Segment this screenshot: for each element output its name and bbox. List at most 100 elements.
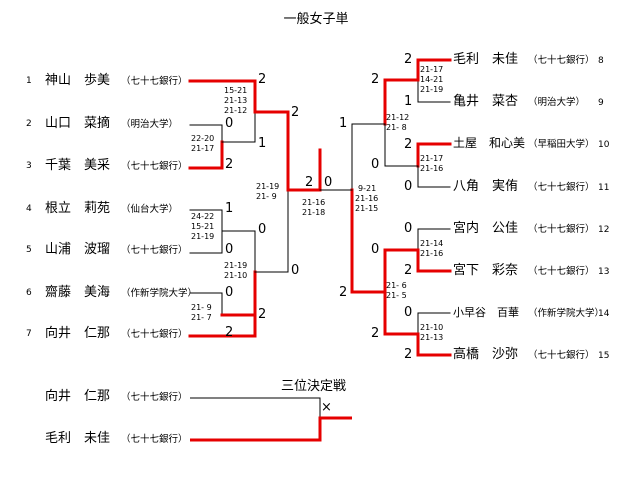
- game-score: 21-13: [224, 96, 247, 105]
- player-affiliation: （七十七銀行）: [121, 244, 188, 256]
- result-number: 2: [291, 105, 299, 120]
- result-number: 2: [404, 52, 412, 67]
- game-score: 21- 8: [386, 123, 407, 132]
- bracket-line: [416, 58, 452, 82]
- game-score: 21-16: [420, 164, 443, 173]
- player-affiliation: （早稲田大学）: [528, 138, 595, 150]
- left-players: 1 神山 歩美 （七十七銀行） 2 山口 菜摘 （明治大学） 3 千葉 美采 （…: [26, 73, 197, 341]
- bracket-line: [417, 79, 451, 103]
- result-number: 2: [371, 326, 379, 341]
- game-score: 21-10: [420, 323, 443, 332]
- result-number: 0: [404, 221, 412, 236]
- player-affiliation: （明治大学）: [528, 96, 585, 108]
- left-bracket-lines: [188, 79, 322, 338]
- game-score: 21- 7: [191, 313, 212, 322]
- right-bracket-lines: [319, 58, 452, 357]
- seed-number: 15: [598, 351, 609, 361]
- player-name: 根立 莉苑: [45, 201, 110, 216]
- game-score: 21-16: [302, 198, 325, 207]
- player-affiliation: （仙台大学）: [121, 203, 178, 215]
- player-name: 山浦 波瑠: [45, 242, 110, 257]
- third-place-match: 三位決定戦 向井 仁那 （七十七銀行） 毛利 未佳 （七十七銀行） ×: [45, 379, 352, 446]
- seed-number: 5: [26, 245, 32, 255]
- result-number: 2: [339, 285, 347, 300]
- player-affiliation: （七十七銀行）: [121, 328, 188, 340]
- game-score: 21-12: [386, 113, 409, 122]
- player-name: 亀井 菜杏: [453, 94, 518, 109]
- bracket-line: [221, 230, 256, 273]
- game-score: 9-21: [358, 184, 376, 193]
- result-number: 0: [371, 242, 379, 257]
- bracket-line: [188, 140, 224, 170]
- seed-number: 6: [26, 288, 32, 298]
- player-affiliation: （作新学院大学）: [121, 287, 197, 299]
- seed-number: 10: [598, 140, 610, 150]
- seed-number: 1: [26, 76, 32, 86]
- player-name: 千葉 美采: [45, 158, 110, 173]
- seed-number: 12: [598, 225, 609, 235]
- result-number: 2: [225, 157, 233, 172]
- result-number: 2: [258, 72, 266, 87]
- game-score: 21- 9: [191, 303, 212, 312]
- player-affiliation: （七十七銀行）: [121, 160, 188, 172]
- bracket-line: [190, 397, 321, 418]
- player-name: 宮下 彩奈: [453, 262, 518, 278]
- player-name: 向井 仁那: [45, 325, 110, 341]
- left-results: 2 0 1 2 2 1 0 0 0 0 2 2 2 0: [225, 72, 332, 340]
- bracket-line: [383, 78, 420, 126]
- bracket-line: [254, 189, 289, 273]
- bracket-line: [417, 165, 451, 188]
- seed-number: 4: [26, 204, 32, 214]
- game-score: 21-10: [224, 271, 247, 280]
- player-name: 土屋 和心美: [453, 136, 525, 150]
- seed-number: 3: [26, 161, 32, 171]
- bracket-line: [189, 124, 223, 143]
- player-name: 齋藤 美海: [45, 284, 110, 300]
- player-name: 毛利 未佳: [453, 52, 518, 67]
- game-score: 21-18: [302, 208, 325, 217]
- bracket-line: [417, 228, 451, 251]
- game-scores: 15-21 21-13 21-12 22-20 21-17 21-19 21- …: [191, 65, 443, 342]
- seed-number: 11: [598, 183, 609, 193]
- bracket-line: [383, 248, 420, 294]
- player-name: 神山 歩美: [45, 73, 110, 88]
- player-name: 高橋 沙弥: [453, 346, 518, 362]
- result-number: 2: [225, 325, 233, 340]
- bracket-line: [221, 111, 256, 143]
- result-number: 0: [371, 157, 379, 172]
- bracket-line: [286, 148, 322, 192]
- player-affiliation: （七十七銀行）: [121, 391, 188, 403]
- game-score: 21-15: [355, 204, 378, 213]
- right-results: 2 2 1 1 2 0 0 0 0 2 2 0 2 2: [339, 52, 412, 362]
- seed-number: 7: [26, 329, 32, 339]
- game-score: 21-17: [191, 144, 214, 153]
- bracket-line: [253, 110, 290, 192]
- game-score: 21-19: [256, 182, 279, 191]
- seed-number: 2: [26, 119, 32, 129]
- bracket-line: [350, 188, 387, 294]
- player-name: 向井 仁那: [45, 388, 110, 404]
- bracket-line: [189, 292, 223, 316]
- bracket-line: [383, 290, 420, 336]
- game-score: 21-19: [420, 85, 443, 94]
- seed-number: 9: [598, 98, 604, 108]
- seed-number: 13: [598, 267, 609, 277]
- result-number: 1: [258, 136, 266, 151]
- result-number: 0: [404, 179, 412, 194]
- result-number: 0: [291, 263, 299, 278]
- game-score: 24-22: [191, 212, 214, 221]
- bracket-line: [384, 123, 419, 167]
- bracket-line: [351, 123, 386, 191]
- game-score: 21- 9: [256, 192, 277, 201]
- player-affiliation: （七十七銀行）: [121, 75, 188, 87]
- player-affiliation: （七十七銀行）: [121, 433, 188, 445]
- third-place-title: 三位決定戦: [281, 379, 346, 394]
- game-score: 21-13: [420, 333, 443, 342]
- bracket-line: [416, 332, 452, 357]
- result-number: 1: [225, 201, 233, 216]
- result-number: 0: [404, 305, 412, 320]
- cancel-mark: ×: [321, 400, 332, 415]
- player-affiliation: （七十七銀行）: [528, 223, 595, 235]
- bracket-line: [417, 312, 451, 335]
- result-number: 0: [324, 175, 332, 190]
